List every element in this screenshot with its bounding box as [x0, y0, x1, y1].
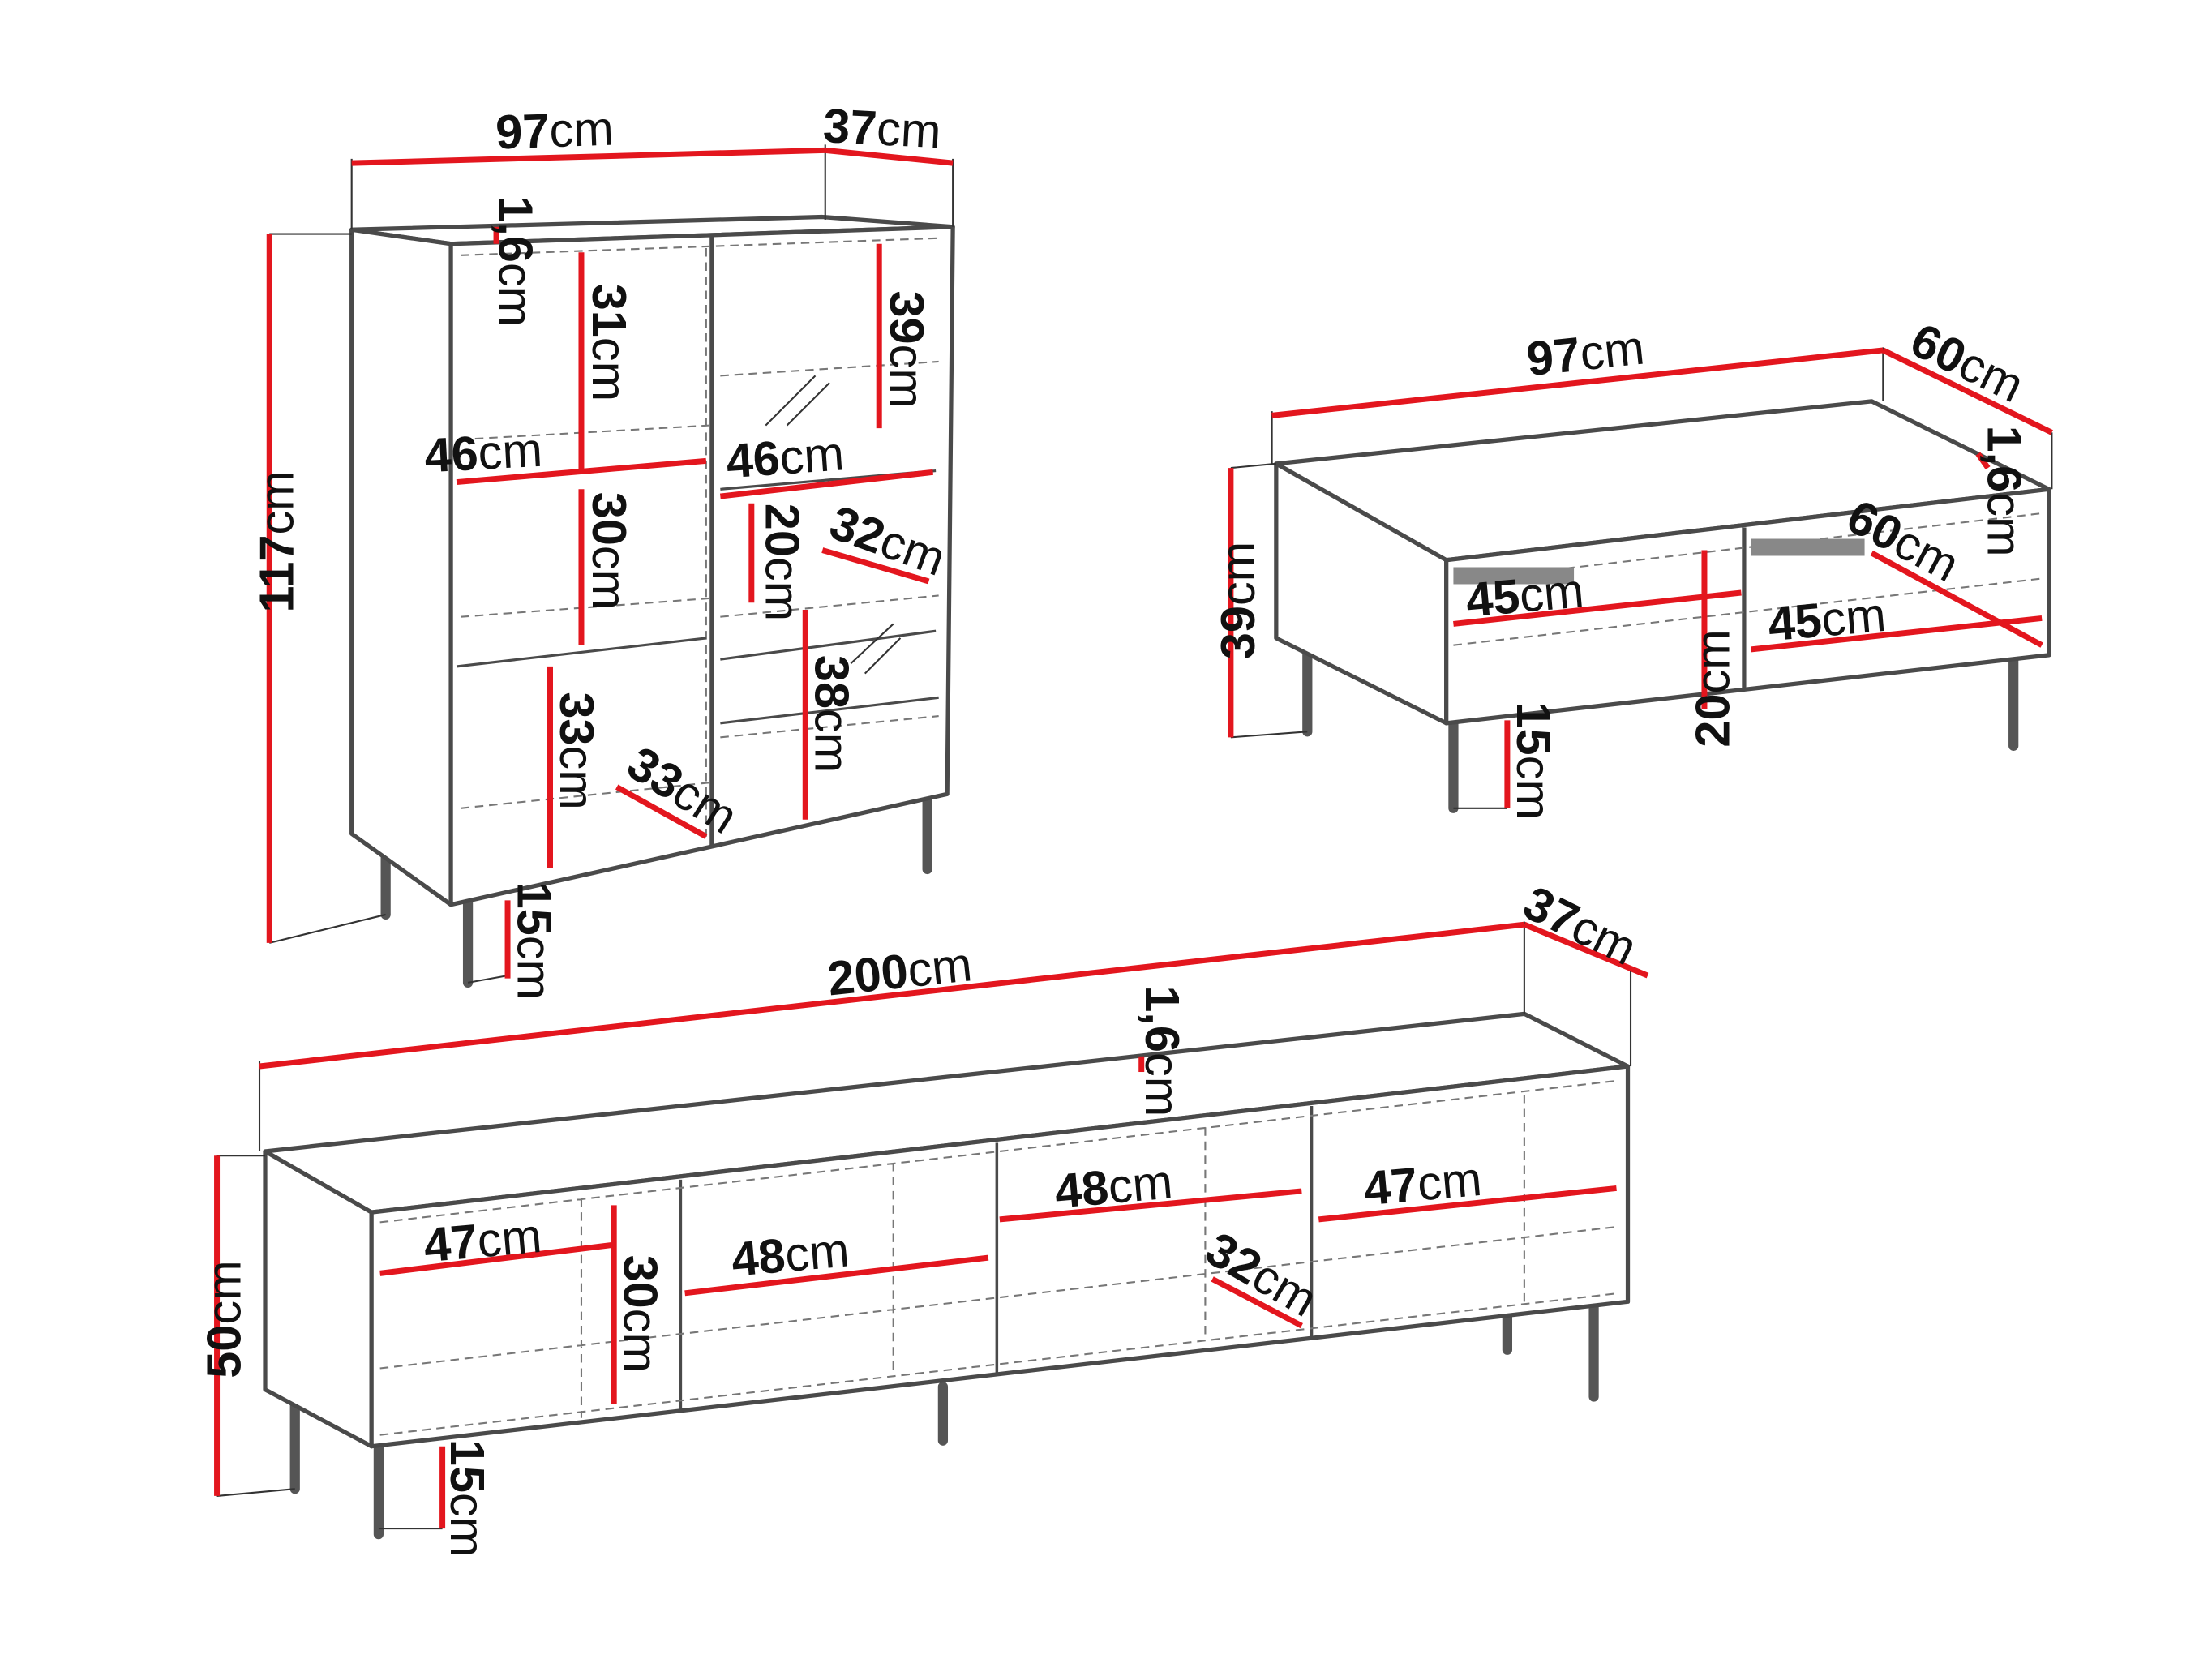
dimension-value: 39	[880, 290, 934, 344]
dimension-value: 200	[825, 944, 911, 1006]
dimension-value: 1,6	[1978, 426, 2032, 493]
dimension-label: 117cm	[249, 470, 303, 612]
dimension-label: 20cm	[1686, 629, 1740, 747]
dimension-label: 45cm	[1766, 587, 1888, 651]
dimension-label: 45cm	[1464, 563, 1586, 627]
dimension-unit: cm	[440, 1493, 495, 1557]
dimension-label: 15cm	[440, 1439, 495, 1557]
coffee-table	[1228, 347, 2053, 813]
dimension-value: 20	[1686, 693, 1740, 747]
dimension-value: 48	[729, 1228, 787, 1287]
dimension-value: 97	[1524, 327, 1583, 387]
dimension-label: 48cm	[1052, 1154, 1175, 1218]
dimension-unit: cm	[1517, 563, 1586, 623]
dimension-unit: cm	[249, 470, 303, 534]
dimension-value: 33	[550, 692, 604, 745]
dimension-lines	[266, 147, 954, 979]
dimension-lines	[1228, 347, 2053, 808]
dimension-label: 33cm	[550, 692, 604, 809]
dimension-label: 200cm	[825, 937, 974, 1005]
dimension-label: 15cm	[507, 882, 561, 1000]
dimension-label: 30cm	[582, 492, 637, 610]
dimension-label: 97cm	[1524, 320, 1647, 387]
dimension-value: 46	[724, 431, 782, 488]
dimension-value: 1,6	[1135, 985, 1190, 1052]
dimension-label: 60cm	[1902, 312, 2032, 413]
dimension-unit: cm	[1415, 1151, 1484, 1211]
dimension-label: 47cm	[1361, 1151, 1484, 1215]
dimension-label: 39cm	[880, 290, 934, 408]
dimension-unit: cm	[548, 101, 615, 158]
dimension-unit: cm	[1106, 1154, 1175, 1214]
dimension-value: 30	[613, 1255, 667, 1309]
dimension-label: 1,6cm	[1135, 985, 1190, 1117]
dimension-label: 46cm	[423, 422, 544, 483]
dimension-value: 46	[423, 426, 480, 482]
dimension-value: 31	[582, 284, 637, 337]
dimension-unit: cm	[755, 557, 809, 621]
dimension-label: 37cm	[1515, 875, 1645, 975]
dimension-value: 37	[822, 98, 879, 155]
highboard-cabinet	[266, 144, 955, 988]
dimension-value: 15	[1507, 702, 1561, 756]
dimension-unit: cm	[1577, 320, 1647, 381]
dimension-unit: cm	[876, 101, 943, 158]
dimension-value: 50	[197, 1325, 251, 1378]
dimension-unit: cm	[507, 936, 561, 1000]
dimension-unit: cm	[582, 546, 637, 610]
dimension-label: 1,6cm	[1978, 426, 2032, 557]
dimension-value: 45	[1464, 568, 1522, 628]
dimension-label: 30cm	[613, 1255, 667, 1373]
dimension-value: 20	[755, 504, 809, 557]
dimension-unit: cm	[782, 1222, 851, 1282]
dimension-value: 15	[440, 1439, 495, 1493]
dimension-label: 20cm	[755, 504, 809, 621]
dimension-label: 38cm	[805, 655, 860, 773]
dimension-value: 97	[495, 103, 550, 159]
dimension-label: 31cm	[582, 284, 637, 401]
dimension-label: 46cm	[724, 426, 846, 488]
dimension-label: 37cm	[822, 98, 943, 159]
dimension-value: 45	[1766, 593, 1824, 652]
dimension-value: 48	[1052, 1160, 1111, 1219]
dimension-unit: cm	[778, 426, 846, 484]
dimension-unit: cm	[613, 1309, 667, 1373]
dimension-unit: cm	[582, 337, 637, 401]
dimension-value: 15	[507, 882, 561, 936]
dimension-unit: cm	[550, 745, 604, 809]
dimension-value: 39	[1211, 606, 1265, 659]
dimension-value: 1,6	[489, 195, 543, 263]
dimension-label: 15cm	[1507, 702, 1561, 820]
dimension-unit: cm	[1686, 629, 1740, 693]
dimension-unit: cm	[905, 937, 975, 997]
dimension-unit: cm	[475, 1208, 544, 1268]
dimension-unit: cm	[1507, 756, 1561, 820]
dimension-unit: cm	[880, 345, 934, 409]
dimension-unit: cm	[489, 263, 543, 327]
dimension-label: 47cm	[422, 1208, 544, 1272]
dimension-label: 39cm	[1211, 542, 1265, 659]
dimension-label: 50cm	[197, 1260, 251, 1378]
dimension-label: 48cm	[729, 1222, 851, 1286]
dimension-unit: cm	[1135, 1052, 1190, 1117]
dimension-lines	[214, 921, 1649, 1529]
dimension-unit: cm	[1820, 587, 1888, 647]
dimension-unit: cm	[805, 709, 860, 773]
dimension-unit: cm	[1211, 542, 1265, 606]
dimension-label: 97cm	[495, 101, 615, 160]
dimension-unit: cm	[197, 1260, 251, 1324]
dimension-label: 1,6cm	[489, 195, 543, 327]
tv-stand	[214, 921, 1649, 1540]
dimension-unit: cm	[1978, 492, 2032, 556]
dimension-value: 117	[249, 535, 303, 613]
dimension-value: 47	[1361, 1157, 1420, 1216]
dimension-value: 38	[805, 655, 860, 709]
dimension-value: 30	[582, 492, 637, 546]
dimension-value: 47	[422, 1214, 480, 1273]
dimension-unit: cm	[477, 422, 544, 480]
